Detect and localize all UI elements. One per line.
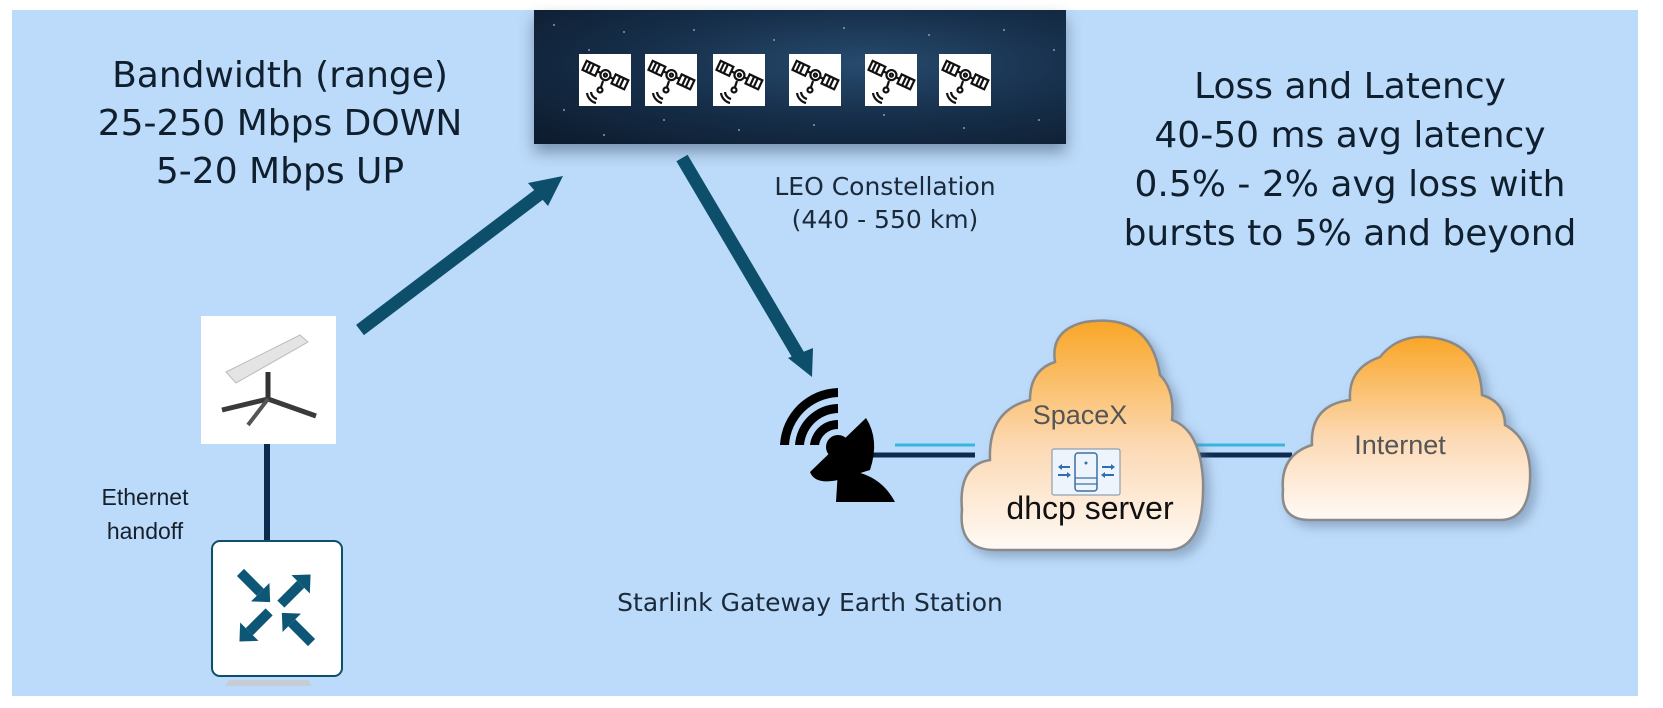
- router-icon: [211, 540, 343, 686]
- satellite-icon: [713, 54, 765, 106]
- ethernet-label-line1: Ethernet: [101, 484, 189, 510]
- loss-latency-info: Loss and Latency 40-50 ms avg latency 0.…: [1060, 62, 1640, 258]
- latency-value: 40-50 ms avg latency: [1154, 115, 1546, 156]
- satellite-icon: [789, 54, 841, 106]
- bandwidth-up: 5-20 Mbps UP: [155, 151, 405, 192]
- leo-label-name: LEO Constellation: [774, 172, 996, 201]
- spacex-cloud: [960, 319, 1205, 552]
- satellite-icon: [645, 54, 697, 106]
- bandwidth-info: Bandwidth (range) 25-250 Mbps DOWN 5-20 …: [40, 52, 520, 196]
- ethernet-label-line2: handoff: [106, 518, 184, 544]
- satellite-icon: [865, 54, 917, 106]
- downlink-arrow: [676, 154, 813, 377]
- gateway-spacex-link: [857, 443, 975, 458]
- bandwidth-down: 25-250 Mbps DOWN: [97, 103, 463, 144]
- internet-cloud: [1281, 335, 1532, 522]
- leo-label-altitude: (440 - 550 km): [791, 205, 979, 234]
- loss-bursts: bursts to 5% and beyond: [1123, 213, 1577, 254]
- satellite-dish-icon: [780, 388, 895, 502]
- dhcp-server-icon: [1051, 448, 1121, 496]
- leo-constellation-image: [534, 10, 1066, 144]
- starlink-dish-icon: [201, 316, 336, 444]
- internet-label: Internet: [1354, 430, 1446, 460]
- spacex-label: SpaceX: [1032, 400, 1128, 430]
- ethernet-handoff-label: Ethernet handoff: [70, 480, 220, 548]
- loss-latency-title: Loss and Latency: [1194, 66, 1506, 107]
- satellite-icon: [939, 54, 991, 106]
- satellite-icon: [579, 54, 631, 106]
- leo-label: LEO Constellation (440 - 550 km): [750, 170, 1020, 236]
- loss-value: 0.5% - 2% avg loss with: [1134, 164, 1566, 205]
- gateway-label: Starlink Gateway Earth Station: [617, 588, 1003, 617]
- dhcp-server-label: dhcp server: [1006, 490, 1174, 526]
- uplink-arrow: [356, 176, 563, 336]
- bandwidth-title: Bandwidth (range): [112, 55, 448, 96]
